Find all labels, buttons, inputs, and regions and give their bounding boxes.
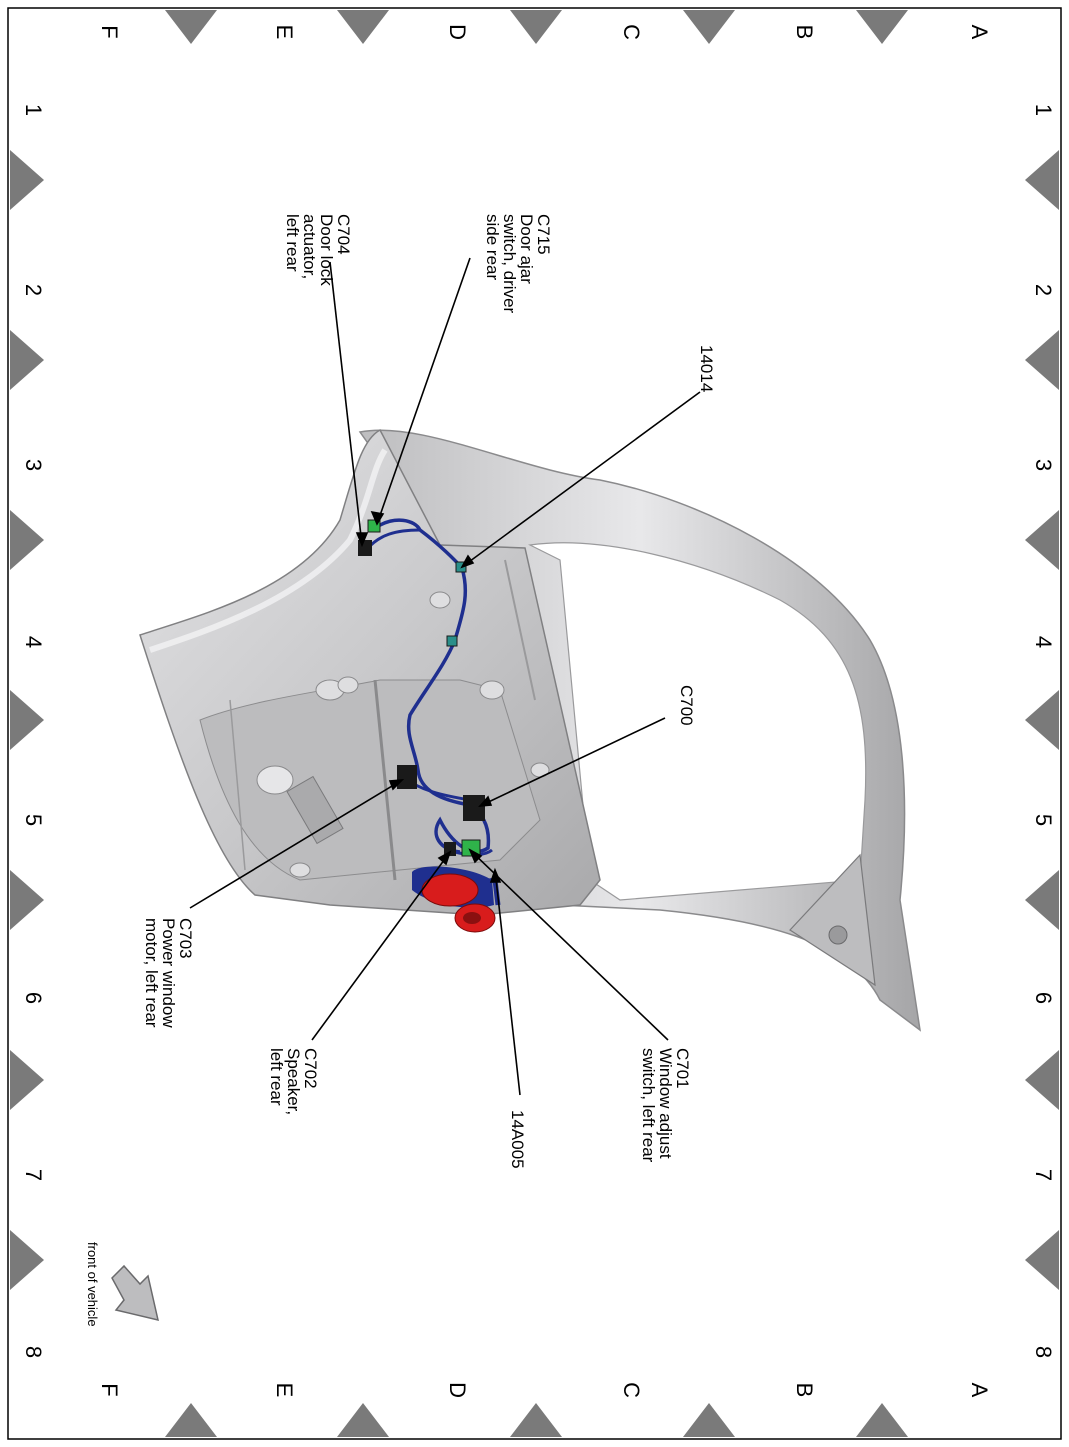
grid-number-left: 2 <box>21 284 46 296</box>
grid-number-left: 8 <box>21 1346 46 1358</box>
connector-c702 <box>444 842 456 856</box>
grid-letter-bottom: D <box>445 1382 470 1398</box>
orientation-label: front of vehicle <box>85 1242 100 1327</box>
window-opening <box>528 542 867 901</box>
callout-line: C704 <box>334 214 353 255</box>
grid-number-right: 3 <box>1031 459 1056 471</box>
callout-line: Speaker, <box>284 1048 303 1115</box>
callout-line: C702 <box>301 1048 320 1089</box>
grid-number-right: 4 <box>1031 636 1056 648</box>
grid-letter-top: D <box>445 24 470 40</box>
grid-letter-top: E <box>272 25 297 40</box>
grid-number-right: 1 <box>1031 104 1056 116</box>
connector-c703 <box>397 765 417 789</box>
callout-line: Window adjust <box>656 1048 675 1159</box>
grid-letter-bottom: C <box>619 1382 644 1398</box>
callout-line: left rear <box>283 214 302 272</box>
callout-line: motor, left rear <box>142 918 161 1028</box>
grid-number-left: 1 <box>21 104 46 116</box>
grid-number-left: 7 <box>21 1169 46 1181</box>
grid-number-right: 6 <box>1031 992 1056 1004</box>
grid-number-right: 2 <box>1031 284 1056 296</box>
grid-letter-bottom: B <box>792 1383 817 1398</box>
callout-line: C700 <box>677 685 696 726</box>
callout-line: left rear <box>267 1048 286 1106</box>
grid-number-right: 5 <box>1031 814 1056 826</box>
callout-line: C715 <box>534 214 553 255</box>
grid-number-left: 3 <box>21 459 46 471</box>
svg-text:front of vehicle: front of vehicle <box>85 1242 100 1327</box>
grid-letter-bottom: E <box>272 1383 297 1398</box>
connector-c701 <box>461 839 481 857</box>
callout-line: Door lock <box>317 214 336 286</box>
door-trim-recess <box>199 679 541 881</box>
connector-c700 <box>463 795 485 821</box>
diagram-border <box>7 7 1062 1440</box>
grid-number-left: 5 <box>21 814 46 826</box>
grid-number-right: 7 <box>1031 1169 1056 1181</box>
callout-c700: C700 <box>677 685 696 726</box>
inline-clip <box>446 635 458 647</box>
callout-line: switch, left rear <box>639 1048 658 1163</box>
callout-leaders <box>189 257 701 1096</box>
callout-line: 14A005 <box>508 1110 527 1169</box>
grid-letter-bottom: A <box>967 1383 992 1398</box>
grid-letter-top: A <box>967 25 992 40</box>
grid-letter-top: F <box>97 25 122 38</box>
mirror-bracket <box>789 853 876 987</box>
connector-14014 <box>455 561 467 573</box>
callout-14a005: 14A005 <box>508 1110 527 1169</box>
callout-line: C703 <box>176 918 195 959</box>
grid-number-left: 4 <box>21 636 46 648</box>
grid-number-right: 8 <box>1031 1346 1056 1358</box>
callout-line: switch, driver <box>500 214 519 314</box>
grid-letter-top: B <box>792 25 817 40</box>
callout-line: Door ajar <box>517 214 536 284</box>
callout-line: C701 <box>673 1048 692 1089</box>
callout-line: side rear <box>483 214 502 280</box>
callout-line: Power window <box>159 918 178 1028</box>
border-markers <box>10 10 1059 1437</box>
callout-line: actuator, <box>300 214 319 279</box>
grid-letter-top: C <box>619 24 644 40</box>
rear-door-illustration <box>139 428 922 1032</box>
callout-14014: 14014 <box>697 345 716 392</box>
callout-line: 14014 <box>697 345 716 392</box>
grid-number-left: 6 <box>21 992 46 1004</box>
grid-letter-bottom: F <box>97 1383 122 1396</box>
front-of-vehicle-arrow-icon <box>111 1264 159 1322</box>
